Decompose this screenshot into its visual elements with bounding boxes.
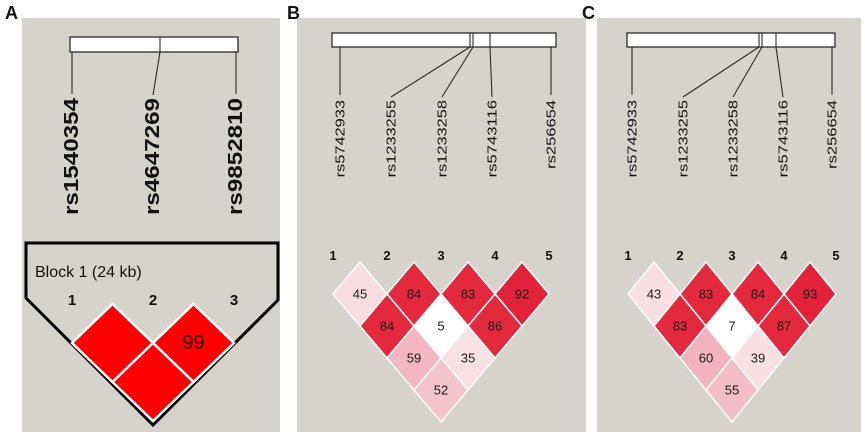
- marker-number: 2: [149, 292, 157, 309]
- marker-connector-line: [732, 46, 763, 98]
- snp-label: rs4647269: [142, 98, 164, 215]
- snp-label: rs5742933: [625, 100, 640, 177]
- ld-value: 43: [647, 287, 661, 302]
- ld-diamond: [110, 341, 196, 423]
- chromosome-bar: [69, 36, 239, 53]
- ld-value: 87: [777, 319, 791, 334]
- marker-number: 1: [329, 248, 336, 263]
- marker-number: 4: [491, 248, 499, 263]
- marker-connector-line: [390, 46, 471, 98]
- marker-connector-line: [775, 46, 784, 98]
- snp-label: rs256654: [825, 100, 840, 169]
- marker-connector-line: [682, 46, 760, 98]
- marker-number: 3: [728, 248, 735, 263]
- marker-number: 1: [624, 248, 631, 263]
- ld-value: 84: [407, 287, 421, 302]
- marker-number: 2: [676, 248, 683, 263]
- marker-number: 3: [437, 248, 444, 263]
- panel-label: A: [5, 3, 18, 23]
- ld-value: 55: [725, 383, 739, 398]
- ld-value: 83: [461, 287, 475, 302]
- panel-label: C: [582, 3, 595, 23]
- snp-label: rs1233255: [676, 100, 691, 177]
- ld-value: 52: [434, 383, 448, 398]
- snp-label: rs1233258: [435, 100, 450, 177]
- marker-number: 2: [383, 248, 390, 263]
- ld-value: 60: [699, 351, 713, 366]
- ld-value: 84: [380, 319, 394, 334]
- ld-value: 86: [488, 319, 502, 334]
- chromosome-bar: [331, 32, 557, 48]
- ld-value: 83: [699, 287, 713, 302]
- snp-label: rs9852810: [225, 98, 247, 215]
- ld-value: 35: [461, 351, 475, 366]
- ld-value: 99: [182, 332, 204, 354]
- chromosome-bar: [626, 32, 836, 48]
- ld-diamond: [705, 356, 759, 424]
- ld-value: 5: [437, 319, 444, 334]
- ld-diamond: [413, 356, 469, 424]
- marker-number: 5: [545, 248, 552, 263]
- marker-connector-line: [152, 51, 161, 96]
- marker-number: 1: [68, 292, 76, 309]
- ld-value: 92: [515, 287, 529, 302]
- marker-connector-line: [441, 46, 474, 98]
- marker-number: 4: [780, 248, 788, 263]
- marker-number: 5: [832, 248, 839, 263]
- snp-label: rs1233258: [726, 100, 741, 177]
- panel-b: rs5742933 rs1233255 rs1233258 rs5743116 rs25…: [297, 18, 586, 432]
- panel-c: rs5742933 rs1233255 rs1233258 rs5743116 rs25…: [597, 18, 861, 432]
- marker-number: 3: [230, 292, 238, 309]
- marker-connector-line: [489, 46, 493, 98]
- snp-label: rs5742933: [333, 100, 348, 177]
- ld-value: 84: [751, 287, 765, 302]
- snp-label: rs1540354: [61, 97, 83, 215]
- panel-label: B: [287, 3, 300, 23]
- ld-value: 39: [751, 351, 765, 366]
- ld-value: 93: [803, 287, 817, 302]
- ld-value: 83: [673, 319, 687, 334]
- ld-value: 45: [353, 287, 367, 302]
- ld-value: 59: [407, 351, 421, 366]
- snp-label: rs1233255: [384, 100, 399, 177]
- snp-label: rs5743116: [776, 100, 791, 177]
- snp-label: rs256654: [544, 100, 559, 169]
- snp-label: rs5743116: [485, 100, 500, 177]
- block-label: Block 1 (24 kb): [35, 264, 142, 281]
- ld-value: 7: [728, 319, 735, 334]
